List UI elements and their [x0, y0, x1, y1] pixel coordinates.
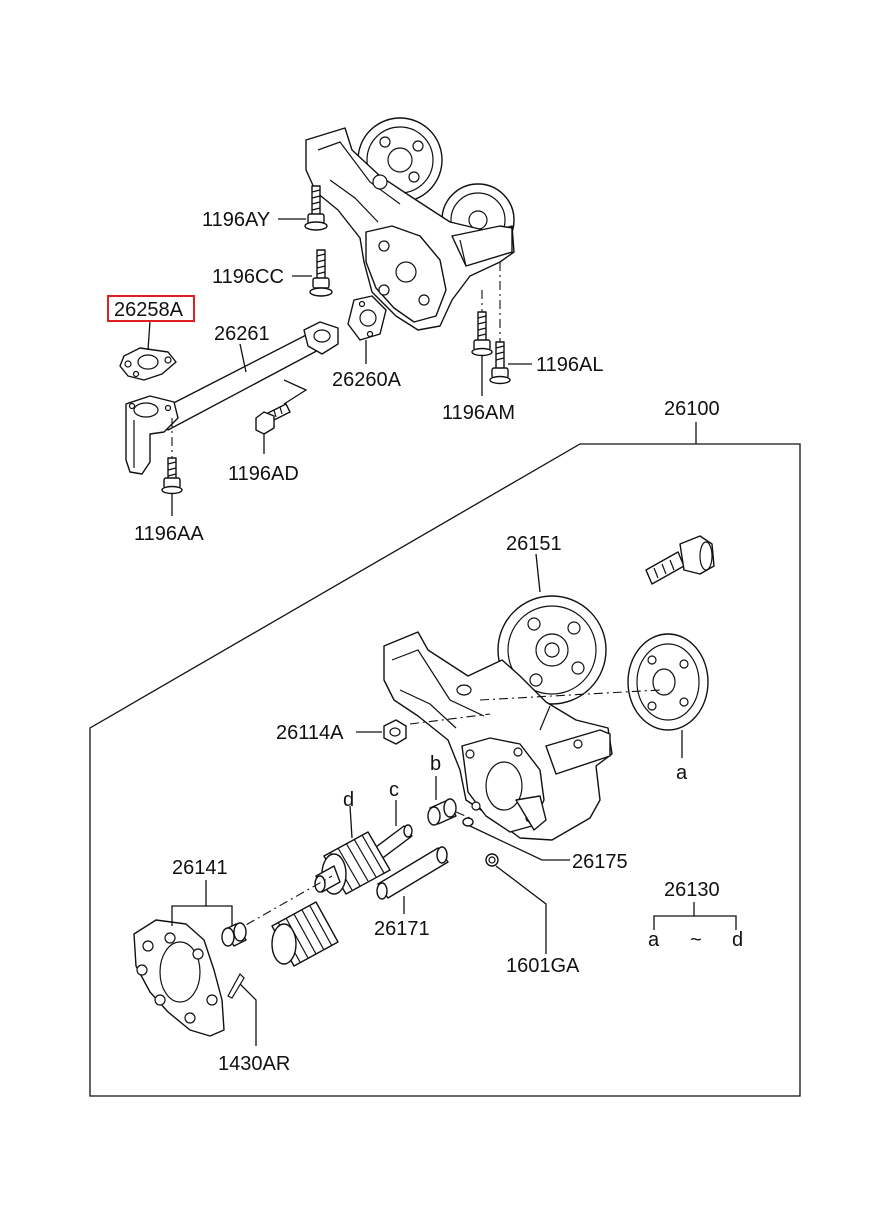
label-1196AY: 1196AY: [202, 209, 270, 231]
label-1196AM: 1196AM: [442, 402, 515, 424]
label-range-tilde: ~: [690, 929, 702, 951]
label-26261: 26261: [214, 323, 270, 345]
label-d: d: [343, 789, 354, 811]
label-a-gear: a: [676, 762, 688, 784]
label-b: b: [430, 753, 441, 775]
shaft-c: [371, 824, 413, 861]
gasket-26260A: [347, 295, 387, 341]
shaft-26171: [376, 846, 449, 900]
highlight-box-26258A: [107, 295, 195, 322]
bushing-26141: [221, 922, 247, 947]
oil-pipe-26261: [125, 321, 339, 475]
label-1196AD: 1196AD: [228, 463, 299, 485]
upper-pump-housing: [305, 127, 515, 331]
bolt-1196CC: [309, 249, 333, 297]
pin-26175: [462, 817, 474, 827]
gear-driven: [271, 901, 339, 967]
nut-26114A: [383, 719, 407, 745]
gear-a: [627, 633, 709, 731]
label-1196AL: 1196AL: [536, 354, 603, 376]
label-range-d: d: [732, 929, 743, 951]
cover-26141: [133, 919, 225, 1037]
label-26175: 26175: [572, 851, 628, 873]
label-1430AR: 1430AR: [218, 1053, 290, 1075]
gasket-26258A: [119, 347, 177, 381]
label-1196CC: 1196CC: [212, 266, 284, 288]
bracket-26130: [653, 915, 737, 930]
gear-26151: [497, 595, 607, 705]
label-26114A: 26114A: [276, 722, 344, 744]
label-1196AA: 1196AA: [134, 523, 204, 545]
bolt-1196AL: [489, 341, 511, 385]
gear-shaft: [645, 535, 715, 585]
label-1601GA: 1601GA: [506, 955, 580, 977]
pump-body-26100: [383, 631, 613, 841]
label-26100: 26100: [664, 398, 720, 420]
label-26260A: 26260A: [332, 369, 402, 391]
bolt-1196AD: [255, 403, 291, 435]
bushing-b: [427, 798, 457, 826]
label-26151: 26151: [506, 533, 562, 555]
label-26130: 26130: [664, 879, 720, 901]
label-26141: 26141: [172, 857, 228, 879]
label-26171: 26171: [374, 918, 430, 940]
o-ring-1601GA: [485, 853, 499, 867]
label-c: c: [389, 779, 399, 801]
bolt-1196AM: [471, 311, 493, 357]
upper-pump-assembly: [305, 117, 515, 331]
cotter-pin-1430AR: [227, 973, 245, 999]
bolt-1196AA: [161, 457, 183, 495]
gear-d: [314, 831, 391, 895]
bolt-1196AY: [304, 185, 328, 231]
label-range-a: a: [648, 929, 660, 951]
label-26258A: 26258A: [114, 299, 184, 321]
assembly-boundary-26100: [89, 443, 801, 1097]
